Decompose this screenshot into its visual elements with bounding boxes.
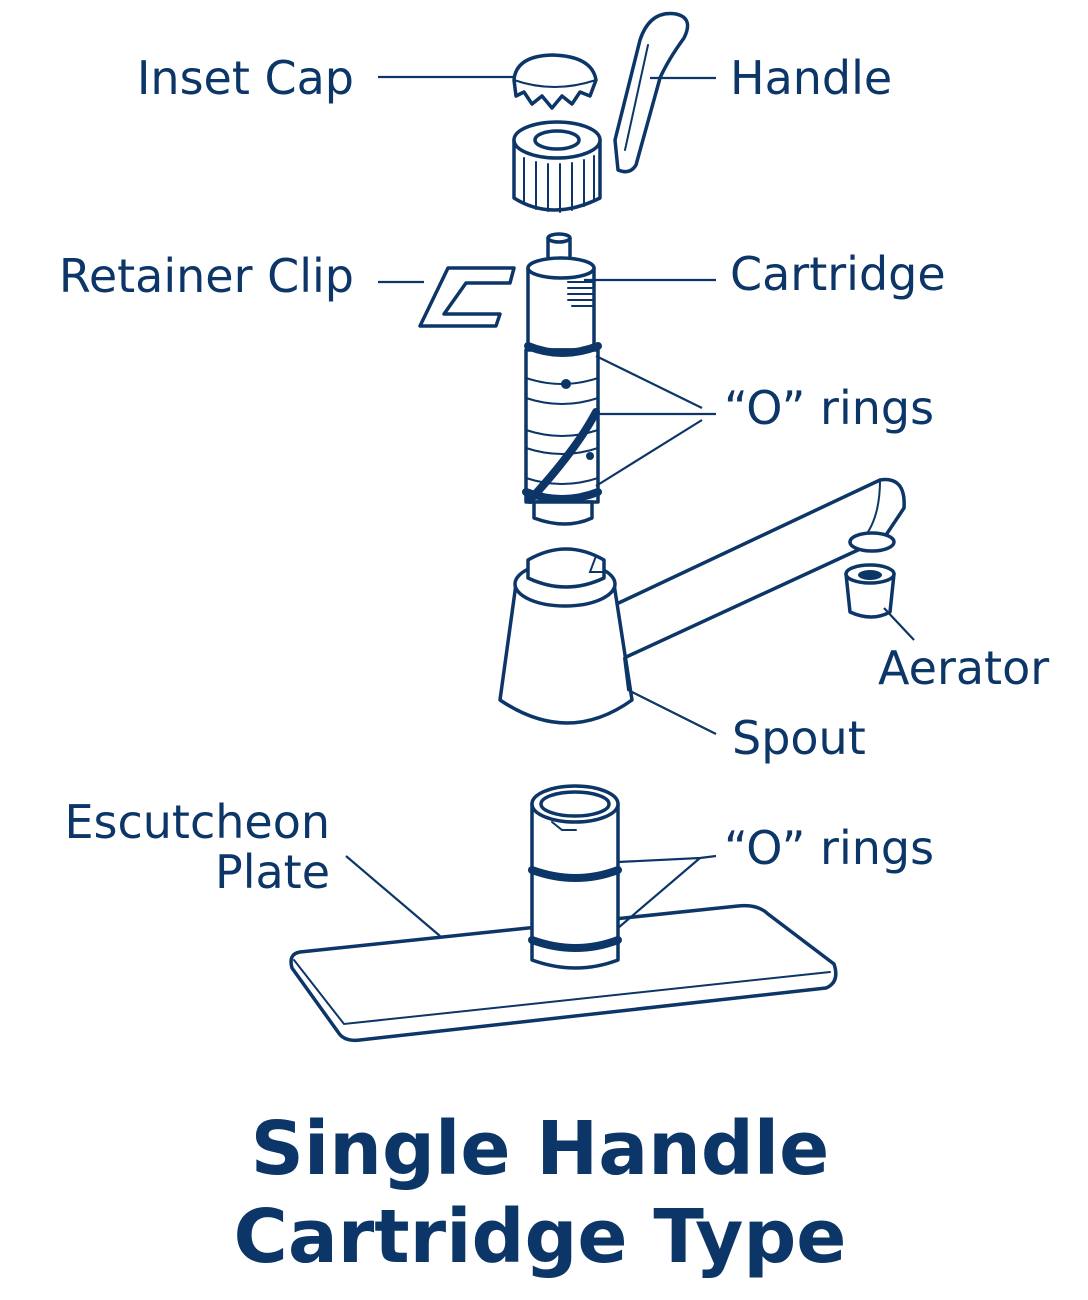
cartridge-part bbox=[522, 232, 602, 526]
leader-lines bbox=[345, 75, 915, 937]
escutcheon-label-line2: Plate bbox=[215, 845, 330, 899]
handle-label: Handle bbox=[730, 51, 892, 105]
o-rings-upper-label: “O” rings bbox=[724, 381, 934, 435]
aerator-part bbox=[844, 563, 896, 619]
spout-part bbox=[498, 477, 906, 725]
base-sleeve-part bbox=[528, 784, 622, 970]
inset-cap-part bbox=[512, 53, 598, 110]
retainer-clip-label: Retainer Clip bbox=[59, 249, 354, 303]
o-rings-lower-label: “O” rings bbox=[724, 821, 934, 875]
inset-cap-label: Inset Cap bbox=[137, 51, 354, 105]
aerator-label: Aerator bbox=[878, 641, 1049, 695]
handle-part bbox=[512, 11, 690, 213]
retainer-clip-part bbox=[418, 266, 516, 328]
title-line-1: Single Handle bbox=[251, 1106, 830, 1192]
spout-label: Spout bbox=[732, 711, 866, 765]
cartridge-label: Cartridge bbox=[730, 247, 946, 301]
escutcheon-label-line1: Escutcheon bbox=[64, 795, 330, 849]
title-line-2: Cartridge Type bbox=[234, 1194, 847, 1280]
escutcheon-plate-part bbox=[289, 903, 838, 1043]
